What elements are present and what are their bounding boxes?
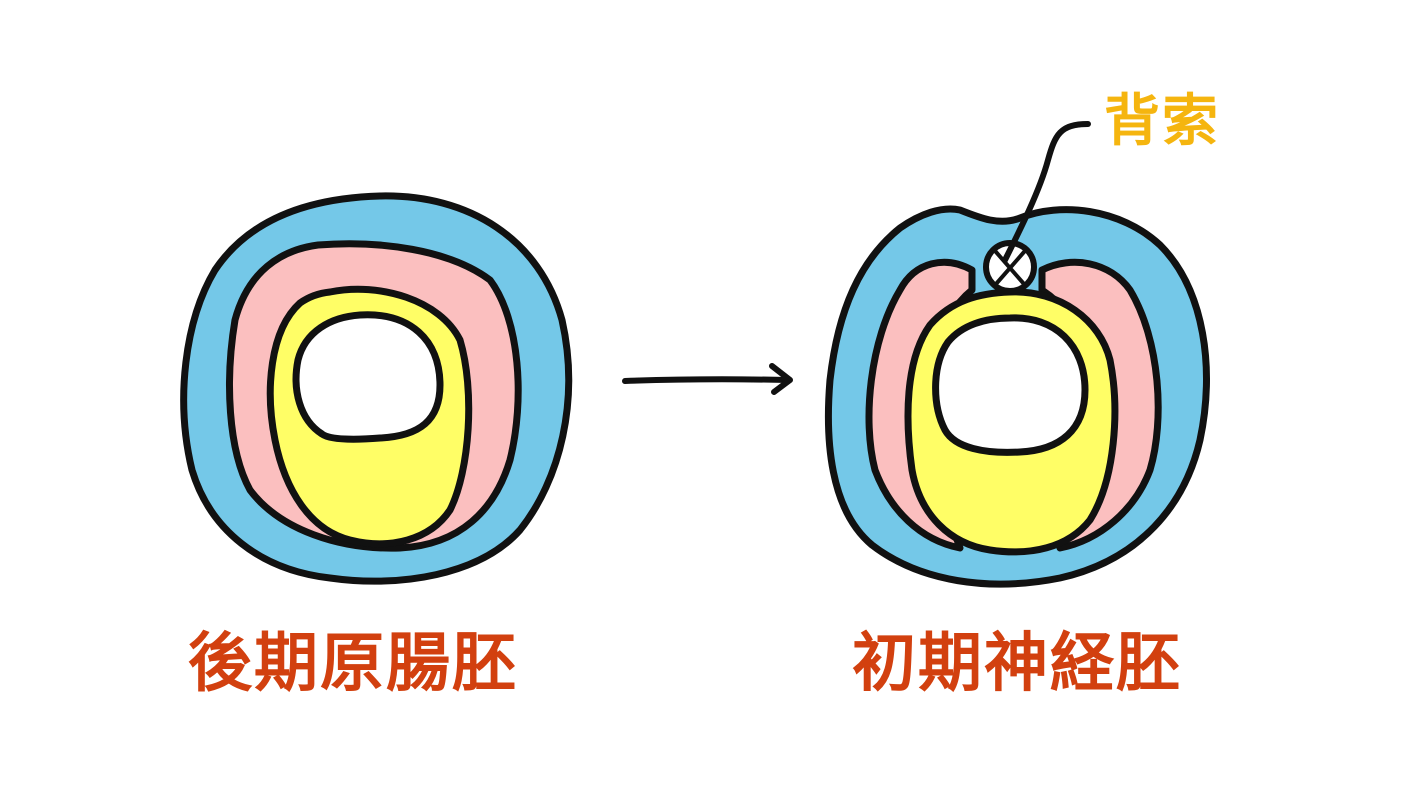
late-gastrula-label: 後期原腸胚: [188, 627, 518, 701]
notochord-label: 背索: [1104, 89, 1220, 154]
archenteron-cavity-left: [292, 311, 444, 443]
late-gastrula-figure: [180, 192, 573, 585]
early-neurula-figure: [824, 121, 1210, 588]
archenteron-cavity-right: [932, 314, 1089, 456]
early-neurula-label: 初期神経胚: [852, 627, 1182, 701]
arrow-shaft: [622, 376, 791, 384]
notochord-leader-line: [1002, 121, 1091, 263]
transition-arrow: [622, 363, 793, 395]
notochord-cross: [994, 250, 1026, 286]
arrow-head: [769, 363, 793, 395]
